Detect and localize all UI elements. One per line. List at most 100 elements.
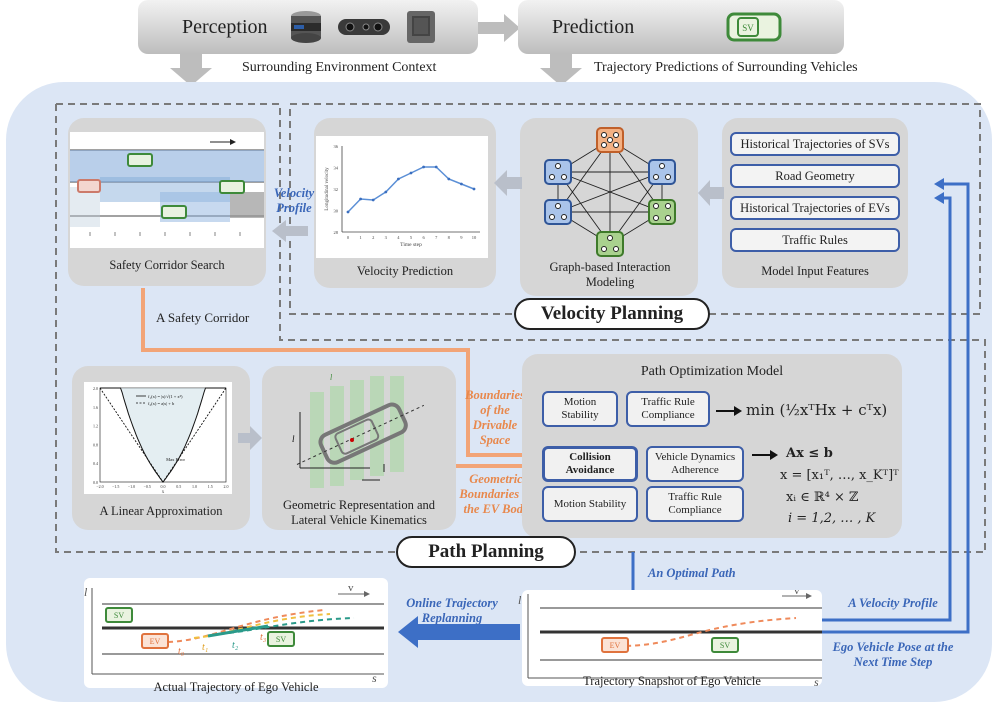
snapshot-axis-v: v	[794, 590, 800, 597]
velocity-point	[409, 171, 413, 175]
max-error-label: Max Error	[166, 457, 185, 462]
velocity-caption: Velocity Prediction	[356, 264, 454, 278]
actual-trajectory-plot: l s v SV SV EV t₀ t₁ t₂ t₃	[84, 584, 384, 684]
velocity-xtick: 10	[472, 235, 477, 240]
corridor-caption: Safety Corridor Search	[109, 258, 225, 272]
t2-label: t₂	[232, 640, 239, 651]
velocity-ytick: 30	[334, 209, 339, 214]
velocity-xtick: 1	[359, 235, 361, 240]
t3-label: t₃	[260, 632, 267, 643]
linear-xtick: 2.0	[224, 484, 229, 489]
features-to-graph-arrow	[698, 180, 724, 206]
prediction-box: Prediction SV	[518, 0, 844, 54]
linear-ytick: 1.6	[93, 405, 98, 410]
velocity-point	[359, 197, 362, 201]
velocity-point	[460, 182, 463, 186]
velocity-ytick: 28	[334, 230, 339, 235]
velocity-point	[447, 177, 451, 181]
constraint-arrow	[752, 450, 778, 460]
perception-down-arrow	[170, 54, 212, 86]
group2-collision-avoidance: Collision Avoidance	[542, 446, 638, 482]
ego-pose-label: Ego Vehicle Pose at the Next Time Step	[832, 640, 954, 669]
actual-sv2-label: SV	[276, 635, 286, 644]
linear-xtick: −2.0	[96, 484, 103, 489]
interaction-graph	[544, 127, 676, 257]
velocity-ytick: 32	[334, 187, 339, 192]
sv-icon-label: SV	[742, 23, 754, 33]
prediction-down-arrow	[540, 54, 582, 86]
velocity-to-corridor-arrow	[272, 220, 308, 242]
snapshot-axis-s: s	[814, 675, 819, 686]
velocity-planning-title: Velocity Planning	[514, 298, 710, 330]
f2-line	[99, 387, 227, 483]
t0-label: t₀	[178, 646, 185, 657]
linear-xtick: −1.5	[112, 484, 119, 489]
velocity-profile-bottom-label: A Velocity Profile	[848, 596, 938, 610]
velocity-ylabel: Longitudinal velocity	[325, 167, 330, 211]
boundaries-ev-label: Geometric Boundaries of the EV Body	[459, 472, 533, 516]
linear-ytick: 1.2	[93, 424, 98, 429]
velocity-point	[384, 190, 388, 194]
svg-text:l: l	[330, 373, 333, 382]
objective-formula: min (½xᵀHx + cᵀx)	[746, 401, 888, 419]
lidar-icon	[290, 11, 321, 43]
feature-road-geometry: Road Geometry	[730, 164, 900, 188]
velocity-xtick: 0	[347, 235, 350, 240]
corridor-output-label: A Safety Corridor	[156, 310, 250, 325]
actual-trajectory-area	[84, 578, 388, 688]
velocity-point	[434, 165, 438, 169]
velocity-xtick: 9	[460, 235, 463, 240]
context-label: Surrounding Environment Context	[242, 60, 437, 75]
group2-vehicle-dynamics: Vehicle Dynamics Adherence	[646, 446, 744, 482]
geometric-figure: l l	[292, 373, 425, 488]
perception-box: Perception	[138, 0, 478, 54]
prediction-title: Prediction	[552, 15, 635, 38]
actual-axis-s: s	[372, 671, 377, 684]
velocity-point	[397, 177, 400, 181]
linear-ytick: 0.8	[93, 442, 98, 447]
radar-icon	[406, 11, 435, 43]
replanning-label: Online Trajectory Replanning	[406, 596, 498, 625]
group1-motion-stability: Motion Stability	[542, 391, 618, 427]
velocity-point	[346, 210, 350, 214]
velocity-ytick: 36	[334, 144, 339, 149]
linear-ytick: 2.0	[93, 386, 98, 391]
velocity-point	[422, 165, 425, 169]
path-planning-title: Path Planning	[396, 536, 576, 568]
top-right-arrow	[478, 14, 520, 42]
snapshot-ev-label: EV	[610, 641, 621, 650]
linear-xtick: 0.5	[176, 484, 181, 489]
i-definition: i = 1,2, … , K	[788, 511, 876, 526]
group2-traffic-rule: Traffic Rule Compliance	[646, 486, 744, 522]
feature-ev-history: Historical Trajectories of EVs	[730, 196, 900, 220]
optimization-title: Path Optimization Model	[640, 364, 784, 379]
boundaries-drivable-label: Boundaries of the Drivable Space	[465, 388, 525, 447]
linear-xtick: 1.0	[192, 484, 197, 489]
actual-axis-v: v	[348, 584, 354, 594]
linear-xtick: −0.5	[144, 484, 151, 489]
snapshot-area	[522, 590, 822, 686]
linear-caption: A Linear Approximation	[99, 504, 223, 518]
optimal-path-label: An Optimal Path	[648, 566, 736, 580]
feature-sv-history: Historical Trajectories of SVs	[730, 132, 900, 156]
velocity-xlabel: Time step	[400, 242, 422, 248]
velocity-xtick: 2	[372, 235, 374, 240]
actual-caption: Actual Trajectory of Ego Vehicle	[153, 680, 319, 694]
actual-axis-l: l	[84, 585, 88, 599]
snapshot-axis-l: l	[518, 593, 522, 607]
velocity-xtick: 4	[397, 235, 400, 240]
velocity-xtick: 7	[435, 235, 438, 240]
graph-to-velocity-arrow	[494, 170, 522, 196]
velocity-xtick: 5	[410, 235, 413, 240]
velocity-xtick: 8	[448, 235, 451, 240]
velocity-profile-label: Velocity Profile	[273, 186, 315, 215]
group1-traffic-rule: Traffic Rule Compliance	[626, 391, 710, 427]
actual-ev-label: EV	[150, 637, 161, 646]
linear-legend-entry: f₁(x) = |x|/√(1 + x²)	[148, 394, 183, 399]
graph-caption: Graph-based Interaction Modeling	[549, 260, 671, 289]
linear-xtick: 1.5	[208, 484, 213, 489]
linear-xtick: 0.0	[161, 484, 166, 489]
linear-ytick: 0.0	[93, 480, 98, 485]
velocity-ytick: 34	[334, 166, 339, 171]
